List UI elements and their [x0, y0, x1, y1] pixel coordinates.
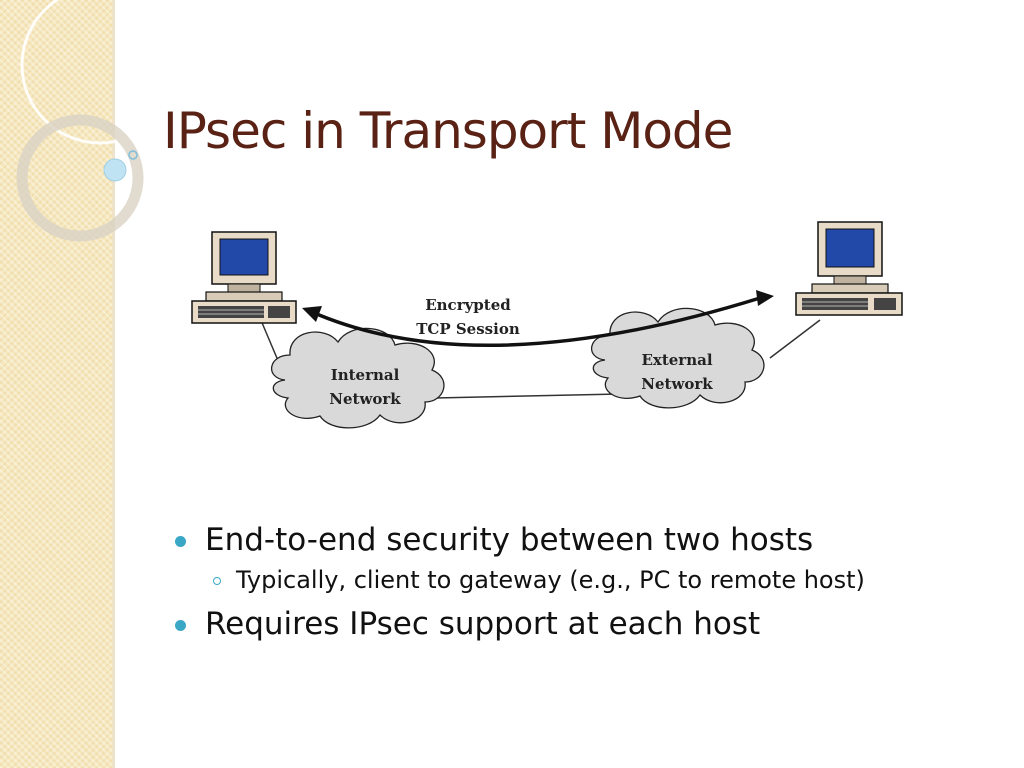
external-network-label-line2: Network — [641, 375, 713, 393]
sub-bullet-ring-icon — [213, 577, 221, 585]
bullet-item: Requires IPsec support at each host — [175, 606, 1005, 642]
internal-network-label-line2: Network — [329, 390, 401, 408]
sub-bullet-item: Typically, client to gateway (e.g., PC t… — [175, 566, 1005, 594]
sub-bullet-text: Typically, client to gateway (e.g., PC t… — [236, 566, 865, 594]
bullet-list: End-to-end security between two hosts Ty… — [175, 522, 1005, 642]
side-decoration-edge — [112, 0, 115, 768]
right-host-link — [769, 319, 821, 359]
session-label-line1: Encrypted — [425, 296, 511, 314]
right-host-computer-icon — [795, 221, 903, 316]
slide-title: IPsec in Transport Mode — [163, 102, 733, 160]
bullet-item: End-to-end security between two hosts — [175, 522, 1005, 558]
bullet-dot-icon — [175, 536, 186, 547]
external-network-cloud: External Network — [590, 307, 765, 409]
session-label-line2: TCP Session — [416, 320, 520, 338]
bullet-text: Requires IPsec support at each host — [205, 606, 761, 642]
transport-mode-diagram: Internal Network External Network Encryp… — [191, 221, 903, 429]
bullet-text: End-to-end security between two hosts — [205, 522, 814, 558]
internal-network-cloud: Internal Network — [270, 327, 445, 429]
decorative-circles — [16, 0, 160, 242]
encrypted-session-arrow — [302, 290, 774, 348]
internal-network-label-line1: Internal — [331, 366, 400, 384]
network-interconnect-link — [434, 393, 621, 399]
external-network-label-line1: External — [641, 351, 712, 369]
bullet-dot-icon — [175, 620, 186, 631]
left-host-computer-icon — [191, 231, 297, 324]
